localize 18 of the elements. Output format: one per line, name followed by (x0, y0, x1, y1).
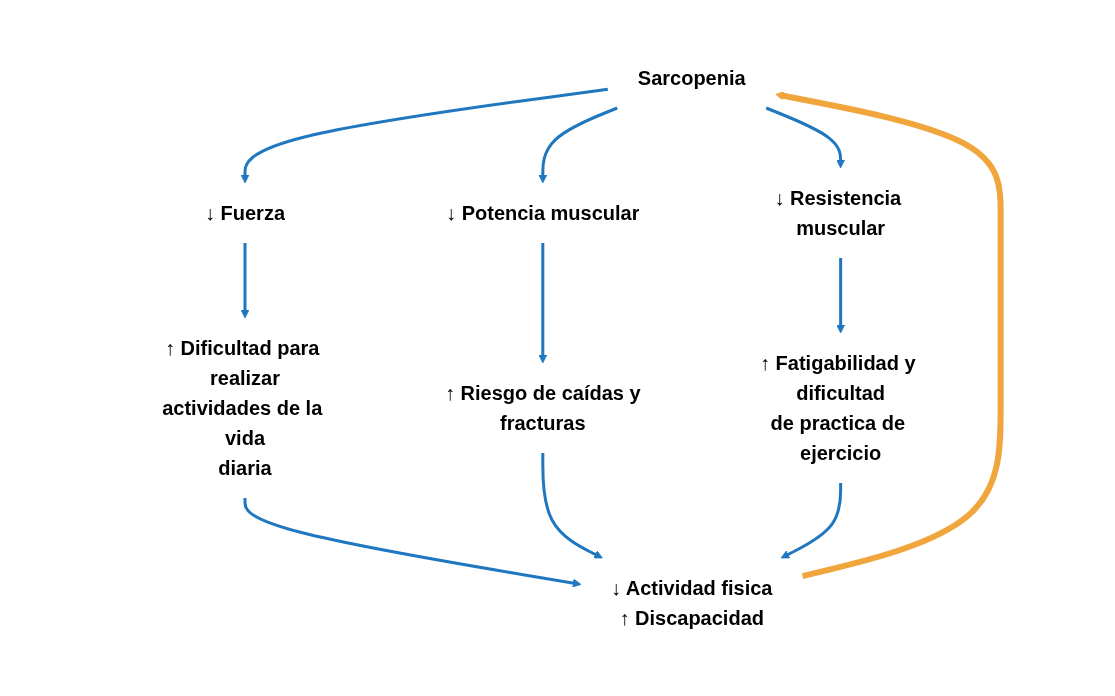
node-text: ↓ Fuerza (204, 202, 285, 224)
node-text: ↓ Actividad fisica ↑ Discapacidad (610, 576, 773, 629)
node-text: ↓ Resistencia muscular (774, 187, 901, 239)
arrow (835, 258, 845, 334)
node-text: ↑ Dificultad para realizar actividades de la vida diaria (161, 336, 322, 479)
arrow (774, 91, 1004, 579)
node-text: ↑ Fatigabilidad y dificultad de practica de ejercicio (759, 351, 916, 464)
arrow (541, 453, 603, 559)
arrow (538, 243, 547, 364)
arrow (240, 87, 608, 184)
node-text: ↑ Riesgo de caídas y fracturas (444, 381, 641, 434)
arrow (240, 243, 250, 319)
arrow (243, 498, 582, 588)
arrow (780, 483, 842, 559)
arrow (538, 106, 618, 184)
node-text: Sarcopenia (637, 67, 746, 89)
node-text: ↓ Potencia muscular (445, 202, 640, 224)
arrow (765, 106, 845, 169)
